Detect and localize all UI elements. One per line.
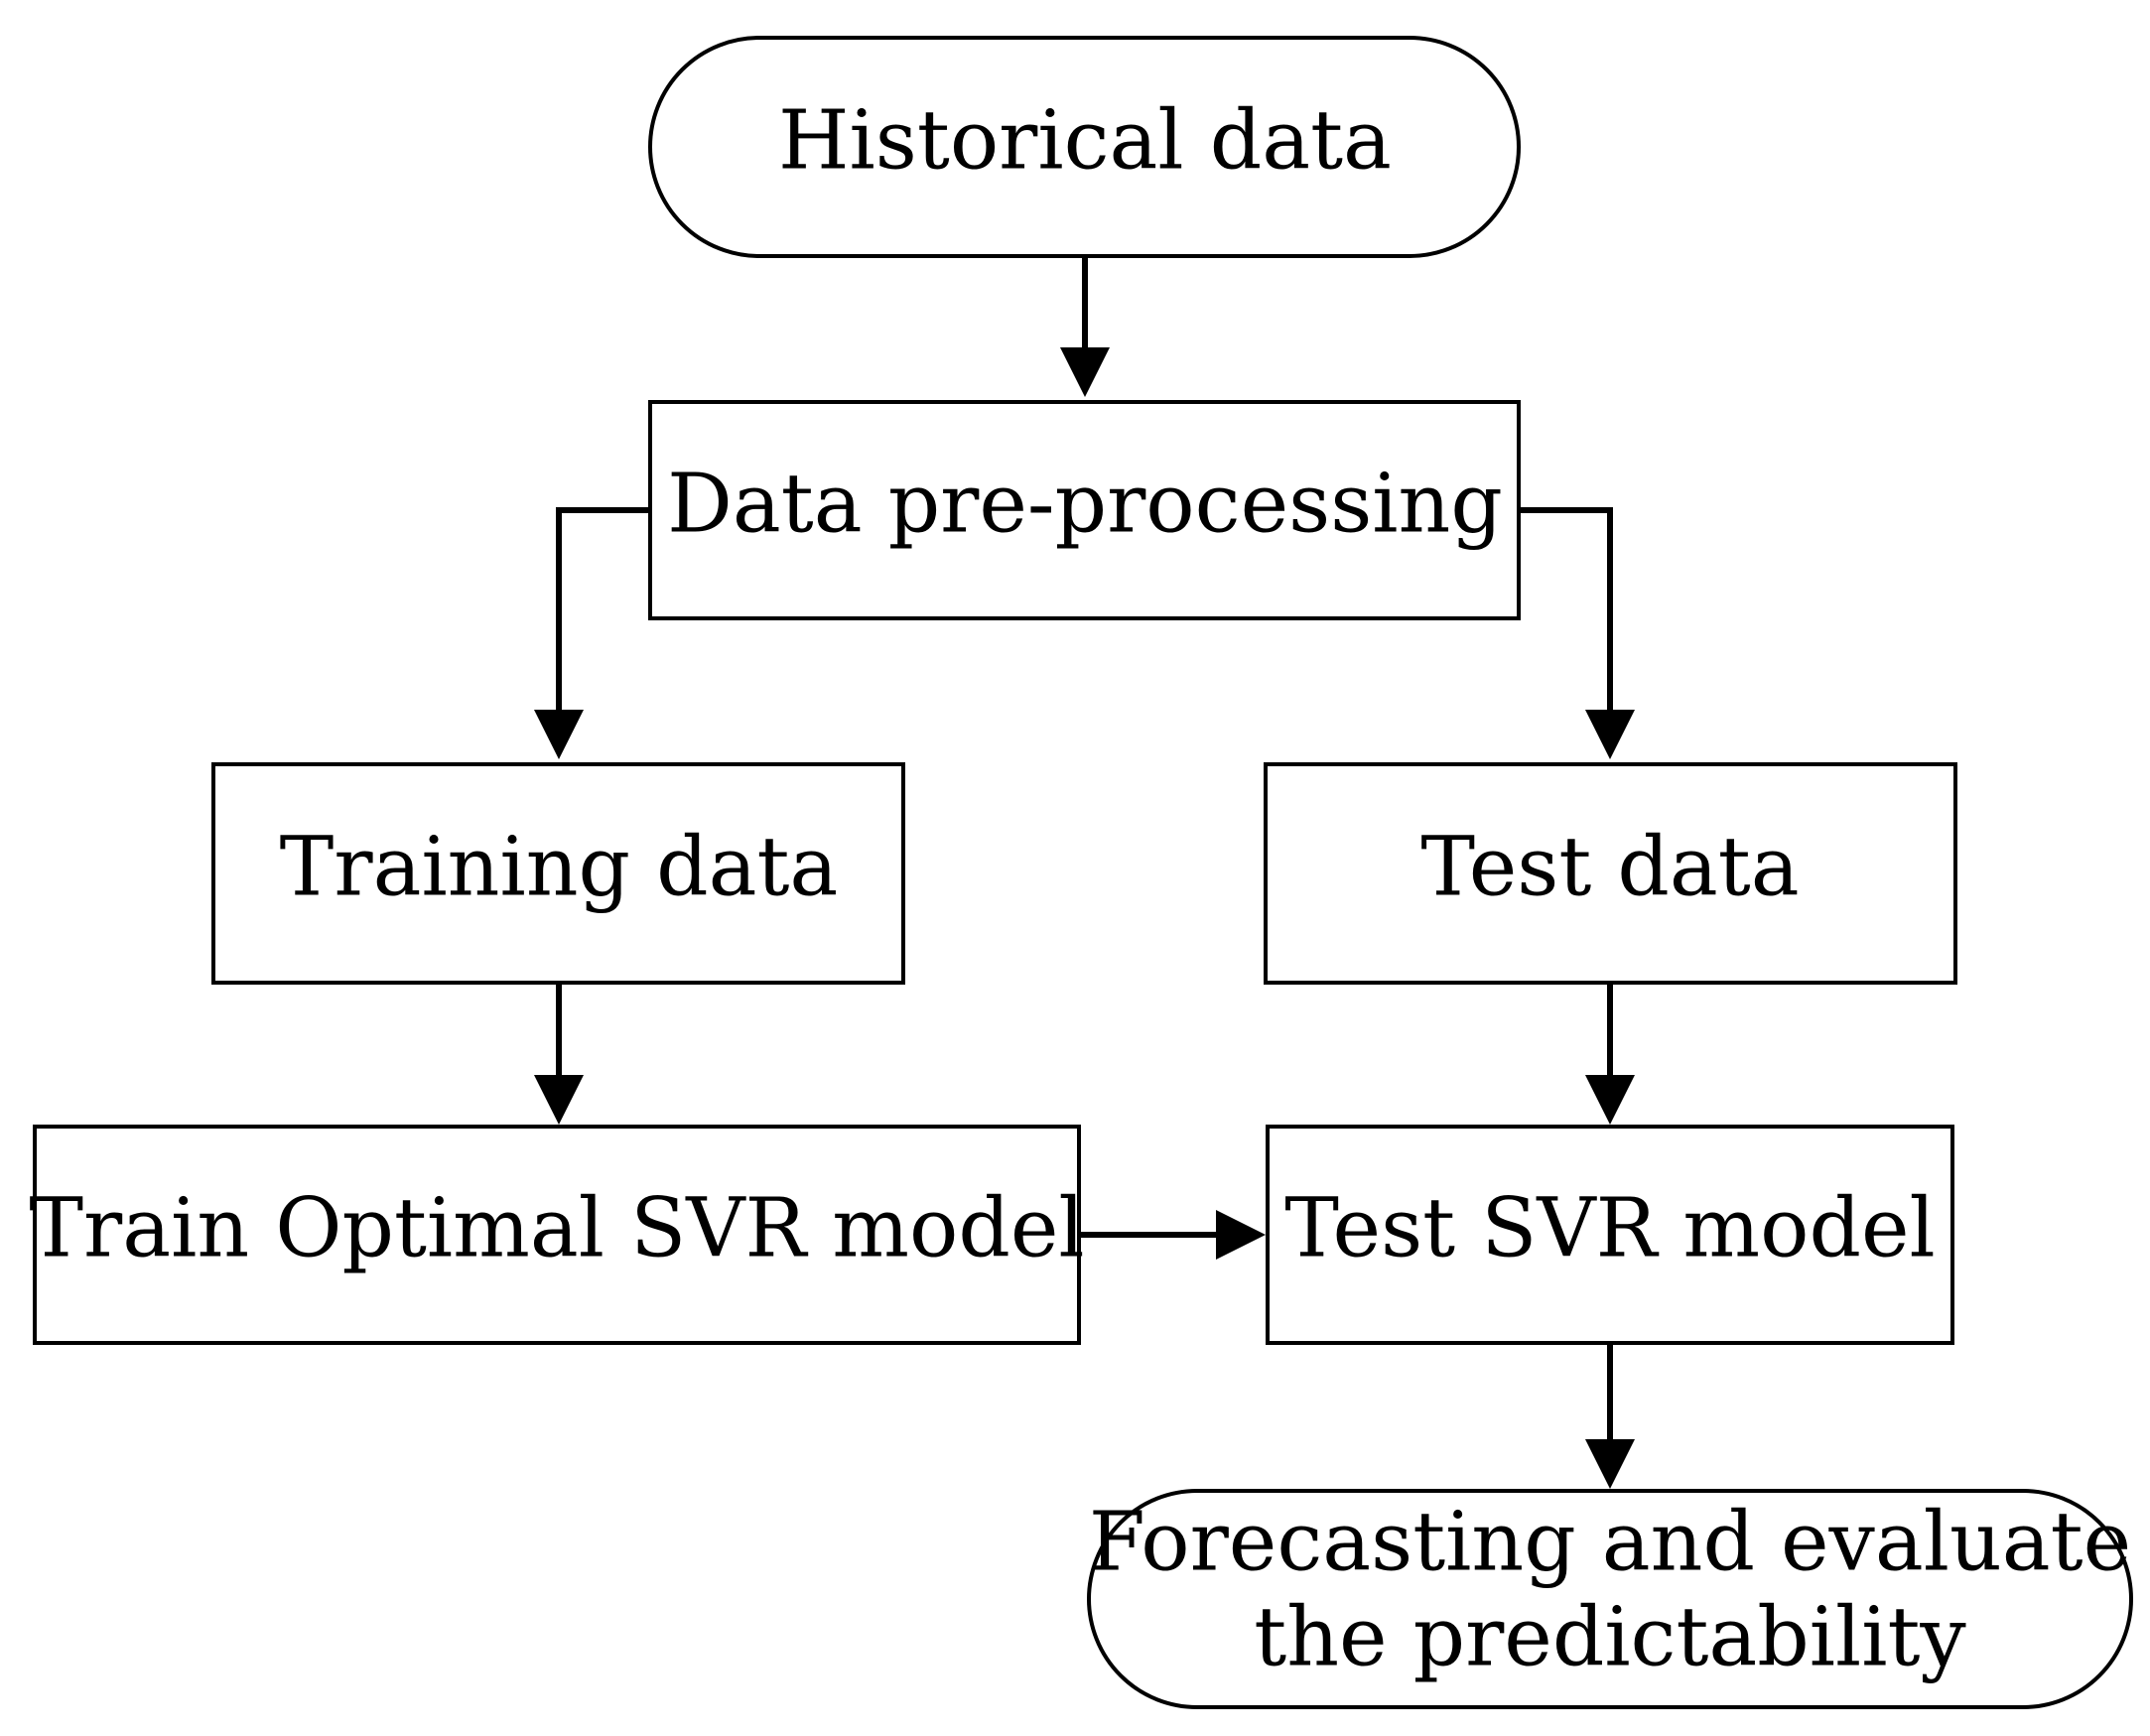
node-data-preprocessing: Data pre-processing [648, 400, 1521, 620]
node-data-preprocessing-label: Data pre-processing [667, 458, 1503, 552]
edge-preprocessing-to-training [534, 507, 650, 759]
edge-train-svr-to-test-svr [1079, 1210, 1266, 1260]
edge-test-to-test-svr [1585, 983, 1635, 1125]
node-test-data-label: Test data [1420, 821, 1799, 915]
node-forecasting-label-line2: the predictability [1254, 1591, 1966, 1685]
edge-test-svr-to-forecast [1585, 1344, 1635, 1489]
edge-preprocessing-to-test [1519, 507, 1635, 759]
node-train-svr-model: Train Optimal SVR model [29, 1125, 1085, 1345]
node-test-svr-model-label: Test SVR model [1284, 1182, 1936, 1276]
node-training-data-label: Training data [280, 821, 839, 915]
edge-training-to-train-svr [534, 983, 584, 1125]
node-test-data: Test data [1264, 762, 1957, 985]
node-training-data: Training data [211, 762, 905, 985]
node-historical-data-label: Historical data [778, 94, 1392, 189]
node-test-svr-model: Test SVR model [1266, 1125, 1954, 1345]
node-forecasting: Forecasting and evaluate the predictabil… [1087, 1489, 2133, 1709]
node-forecasting-label-line1: Forecasting and evaluate [1089, 1496, 2131, 1590]
connectors [534, 256, 1635, 1489]
node-historical-data: Historical data [648, 36, 1521, 258]
edge-historical-to-preprocessing [1060, 256, 1110, 397]
node-train-svr-model-label: Train Optimal SVR model [29, 1182, 1084, 1276]
